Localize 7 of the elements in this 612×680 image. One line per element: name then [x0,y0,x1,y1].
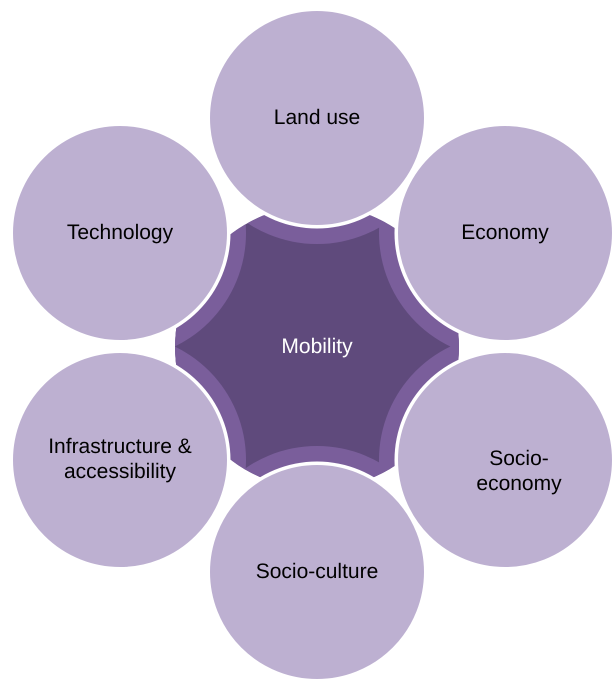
node-label: Infrastructure & accessibility [47,435,193,485]
node-label: Land use [274,106,360,130]
node-label: Socio- economy [475,447,563,497]
node-label: Socio-culture [256,560,378,584]
node-label: Economy [461,220,549,246]
node-label: Mobility [281,334,353,360]
node-label: Technology [66,220,174,246]
